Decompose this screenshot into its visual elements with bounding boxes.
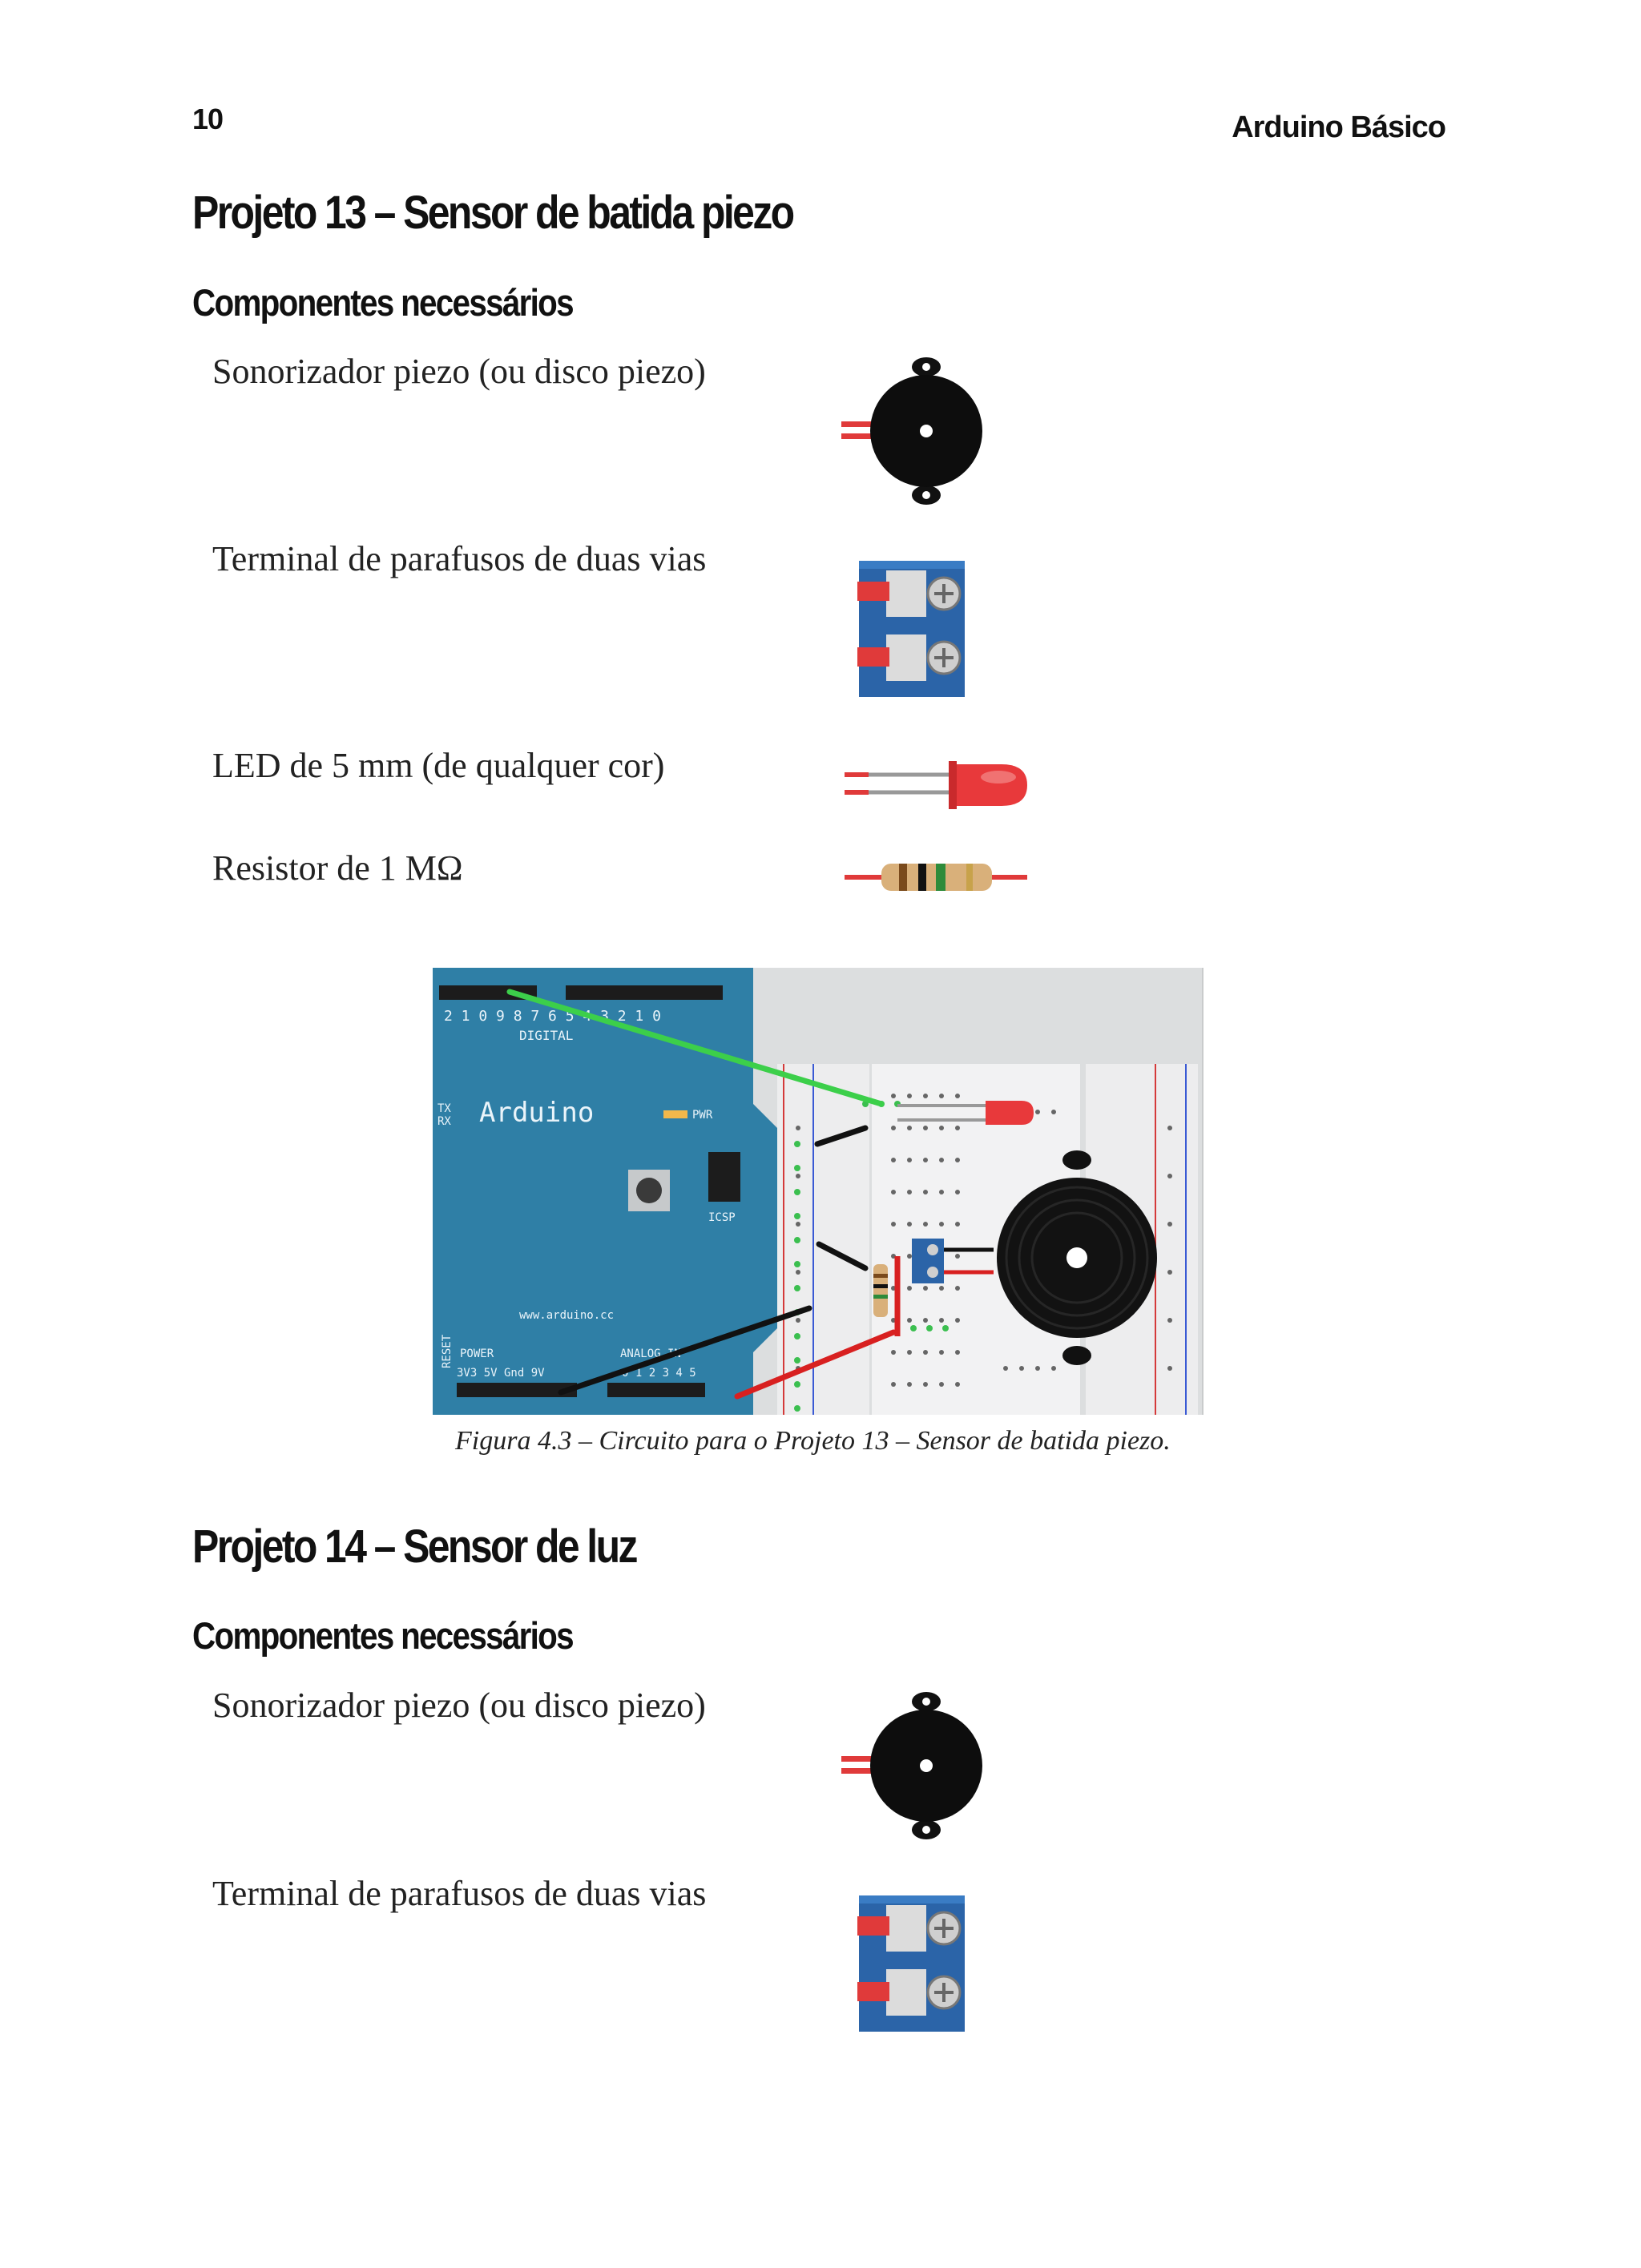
- screw-terminal-icon: [857, 561, 965, 697]
- website-label: www.arduino.cc: [519, 1309, 614, 1322]
- reset-label: RESET: [441, 1334, 454, 1368]
- arduino-board: 2 1 0 9 8 7 6 5 4 3 2 1 0 DIGITAL TX RX …: [433, 968, 777, 1415]
- screw-terminal-icon: [857, 1895, 965, 2032]
- circuit-figure: 2 1 0 9 8 7 6 5 4 3 2 1 0 DIGITAL TX RX …: [433, 968, 1204, 1415]
- rx-label: RX: [437, 1115, 451, 1128]
- piezo-icon: [841, 357, 982, 505]
- tx-label: TX: [437, 1102, 451, 1115]
- piezo-icon: [841, 1692, 982, 1839]
- project14-item-piezo: Sonorizador piezo (ou disco piezo): [212, 1686, 706, 1725]
- power-pins-label: 3V3 5V Gnd 9V: [457, 1367, 545, 1380]
- figure-caption: Figura 4.3 – Circuito para o Projeto 13 …: [455, 1426, 1171, 1456]
- project13-item-led: LED de 5 mm (de qualquer cor): [212, 746, 665, 785]
- project13-title: Projeto 13 – Sensor de batida piezo: [192, 187, 795, 239]
- project13-item-terminal: Terminal de parafusos de duas vias: [212, 539, 707, 578]
- digital-pin-numbers: 2 1 0 9 8 7 6 5 4 3 2 1 0: [444, 1008, 661, 1025]
- page-number: 10: [192, 103, 224, 135]
- project14-item-terminal: Terminal de parafusos de duas vias: [212, 1874, 707, 1913]
- icsp-label: ICSP: [708, 1211, 736, 1224]
- led-icon: [845, 761, 1027, 809]
- project13-item-piezo: Sonorizador piezo (ou disco piezo): [212, 352, 706, 391]
- project14-components-heading: Componentes necessários: [192, 1614, 575, 1657]
- project14-title: Projeto 14 – Sensor de luz: [192, 1521, 638, 1573]
- pwr-label: PWR: [692, 1109, 713, 1122]
- power-label: POWER: [460, 1348, 494, 1360]
- analog-pins-label: 0 1 2 3 4 5: [622, 1367, 696, 1380]
- resistor-icon: [845, 864, 1027, 891]
- project13-components-heading: Componentes necessários: [192, 281, 575, 324]
- digital-label: DIGITAL: [519, 1028, 573, 1043]
- project13-item-resistor: Resistor de 1 MΩ: [212, 848, 463, 888]
- running-head: Arduino Básico: [1232, 111, 1446, 144]
- arduino-brand: Arduino: [479, 1097, 594, 1129]
